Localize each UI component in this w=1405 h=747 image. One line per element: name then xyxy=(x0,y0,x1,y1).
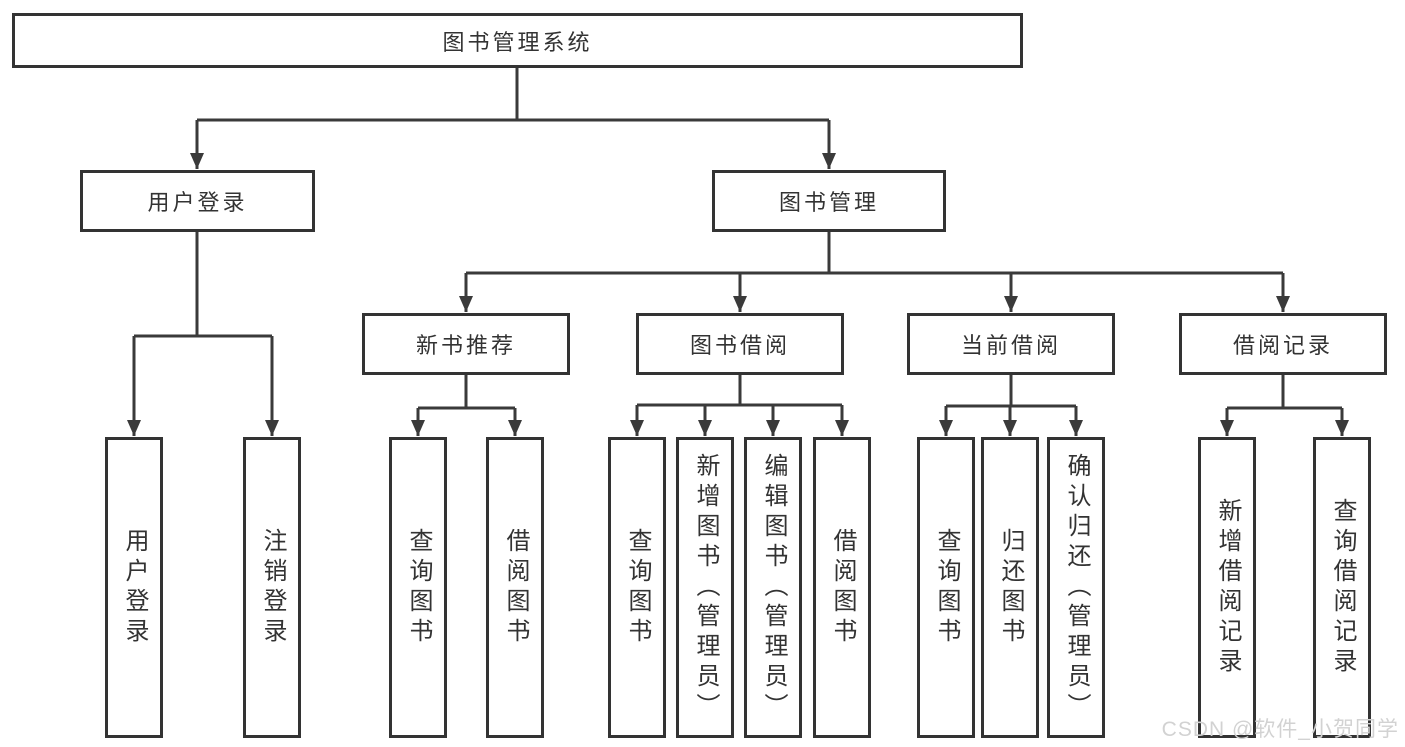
node-label: 查询图书 xyxy=(624,527,651,648)
leaf-query-books-3: 查询图书 xyxy=(917,437,975,738)
node-label: 用户登录 xyxy=(147,190,248,215)
node-current-borrowing: 当前借阅 xyxy=(907,313,1115,375)
connector-book-borrowing-children xyxy=(637,375,842,407)
leaf-confirm-return-admin: 确认归还（管理员） xyxy=(1047,437,1105,738)
connector-root-to-level2 xyxy=(197,68,829,122)
node-label: 借阅记录 xyxy=(1232,333,1333,358)
connector-current-borrowing-children xyxy=(946,375,1076,408)
connector-borrowing-records-children xyxy=(1227,375,1342,410)
node-label: 图书借阅 xyxy=(689,333,790,358)
node-label: 确认归还（管理员） xyxy=(1063,452,1090,723)
leaf-query-books-2: 查询图书 xyxy=(608,437,666,738)
node-label: 新增借阅记录 xyxy=(1214,497,1241,678)
leaf-edit-books-admin: 编辑图书（管理员） xyxy=(744,437,802,738)
node-new-book-recommend: 新书推荐 xyxy=(362,313,570,375)
node-label: 用户登录 xyxy=(121,527,148,648)
leaf-user-login: 用户登录 xyxy=(105,437,163,738)
leaf-borrow-books-2: 借阅图书 xyxy=(813,437,871,738)
connector-new-book-recommend-children xyxy=(418,375,515,410)
node-label: 图书管理系统 xyxy=(442,29,593,55)
node-label: 注销登录 xyxy=(259,527,286,648)
node-book-borrowing: 图书借阅 xyxy=(636,313,844,375)
node-label: 查询图书 xyxy=(933,527,960,648)
leaf-add-borrow-record: 新增借阅记录 xyxy=(1198,437,1256,738)
node-book-management: 图书管理 xyxy=(712,170,946,232)
leaf-logout: 注销登录 xyxy=(243,437,301,738)
node-label: 归还图书 xyxy=(997,527,1024,648)
node-label: 借阅图书 xyxy=(829,527,856,648)
leaf-return-books: 归还图书 xyxy=(981,437,1039,738)
node-label: 编辑图书（管理员） xyxy=(760,452,787,723)
node-borrowing-records: 借阅记录 xyxy=(1179,313,1387,375)
node-library-management-system: 图书管理系统 xyxy=(12,13,1023,68)
leaf-query-books-1: 查询图书 xyxy=(389,437,447,738)
leaf-add-books-admin: 新增图书（管理员） xyxy=(676,437,734,738)
node-label: 查询借阅记录 xyxy=(1329,497,1356,678)
node-label: 查询图书 xyxy=(405,527,432,648)
node-label: 新增图书（管理员） xyxy=(692,452,719,723)
watermark: CSDN @软件_小贺同学 xyxy=(1161,718,1399,741)
node-label: 当前借阅 xyxy=(960,333,1061,358)
node-label: 图书管理 xyxy=(778,190,879,215)
node-label: 借阅图书 xyxy=(502,527,529,648)
connector-user-login-children xyxy=(134,232,272,338)
leaf-borrow-books-1: 借阅图书 xyxy=(486,437,544,738)
node-label: 新书推荐 xyxy=(415,333,516,358)
node-user-login: 用户登录 xyxy=(80,170,315,232)
connector-book-management-children xyxy=(466,232,1283,275)
leaf-query-borrow-record: 查询借阅记录 xyxy=(1313,437,1371,738)
